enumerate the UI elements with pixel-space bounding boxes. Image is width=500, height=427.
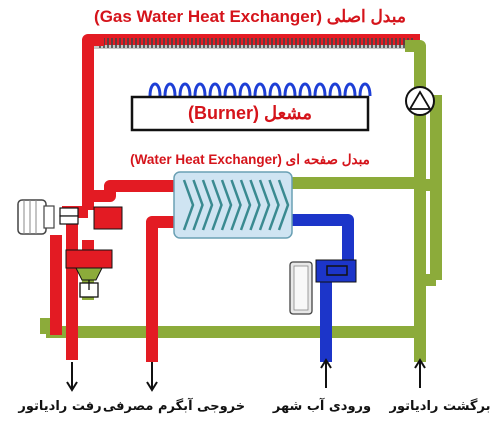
safety-valve: [59, 207, 79, 225]
diverter-valve: [65, 249, 113, 269]
burner-label: مشعل (Burner): [188, 103, 312, 123]
burner-flame-icon: [148, 82, 372, 97]
hot-water-sensor: [289, 261, 313, 315]
diverter-valve-green: [75, 267, 103, 281]
burner-box: [130, 95, 370, 132]
gas-heat-exchanger-label: مبدل اصلی (Gas Water Heat Exchanger): [94, 7, 406, 26]
water-heat-exchanger-label: مبدل صفحه ای (Water Heat Exchanger): [130, 152, 370, 167]
flow-sensor-core: [326, 265, 348, 276]
pump-circle-icon: [405, 86, 435, 116]
expansion-vessel: [17, 199, 55, 235]
radiator-return-label: برگشت رادیاتور: [389, 398, 491, 414]
radiator-supply-label: رفت رادیاتور: [17, 399, 101, 414]
plate-heat-exchanger: [173, 171, 293, 239]
return-pipe-network: [40, 40, 442, 362]
hot-valve-fitting: [93, 206, 123, 230]
gas-heat-exchanger-fins: [94, 34, 420, 49]
city-water-inlet-label: ورودی آب شهر: [272, 397, 371, 414]
pressure-gauge: [79, 280, 99, 298]
hot-water-outlet-label: خروجی آبگرم مصرفی: [103, 397, 245, 414]
outlet-arrows: [66, 358, 426, 392]
